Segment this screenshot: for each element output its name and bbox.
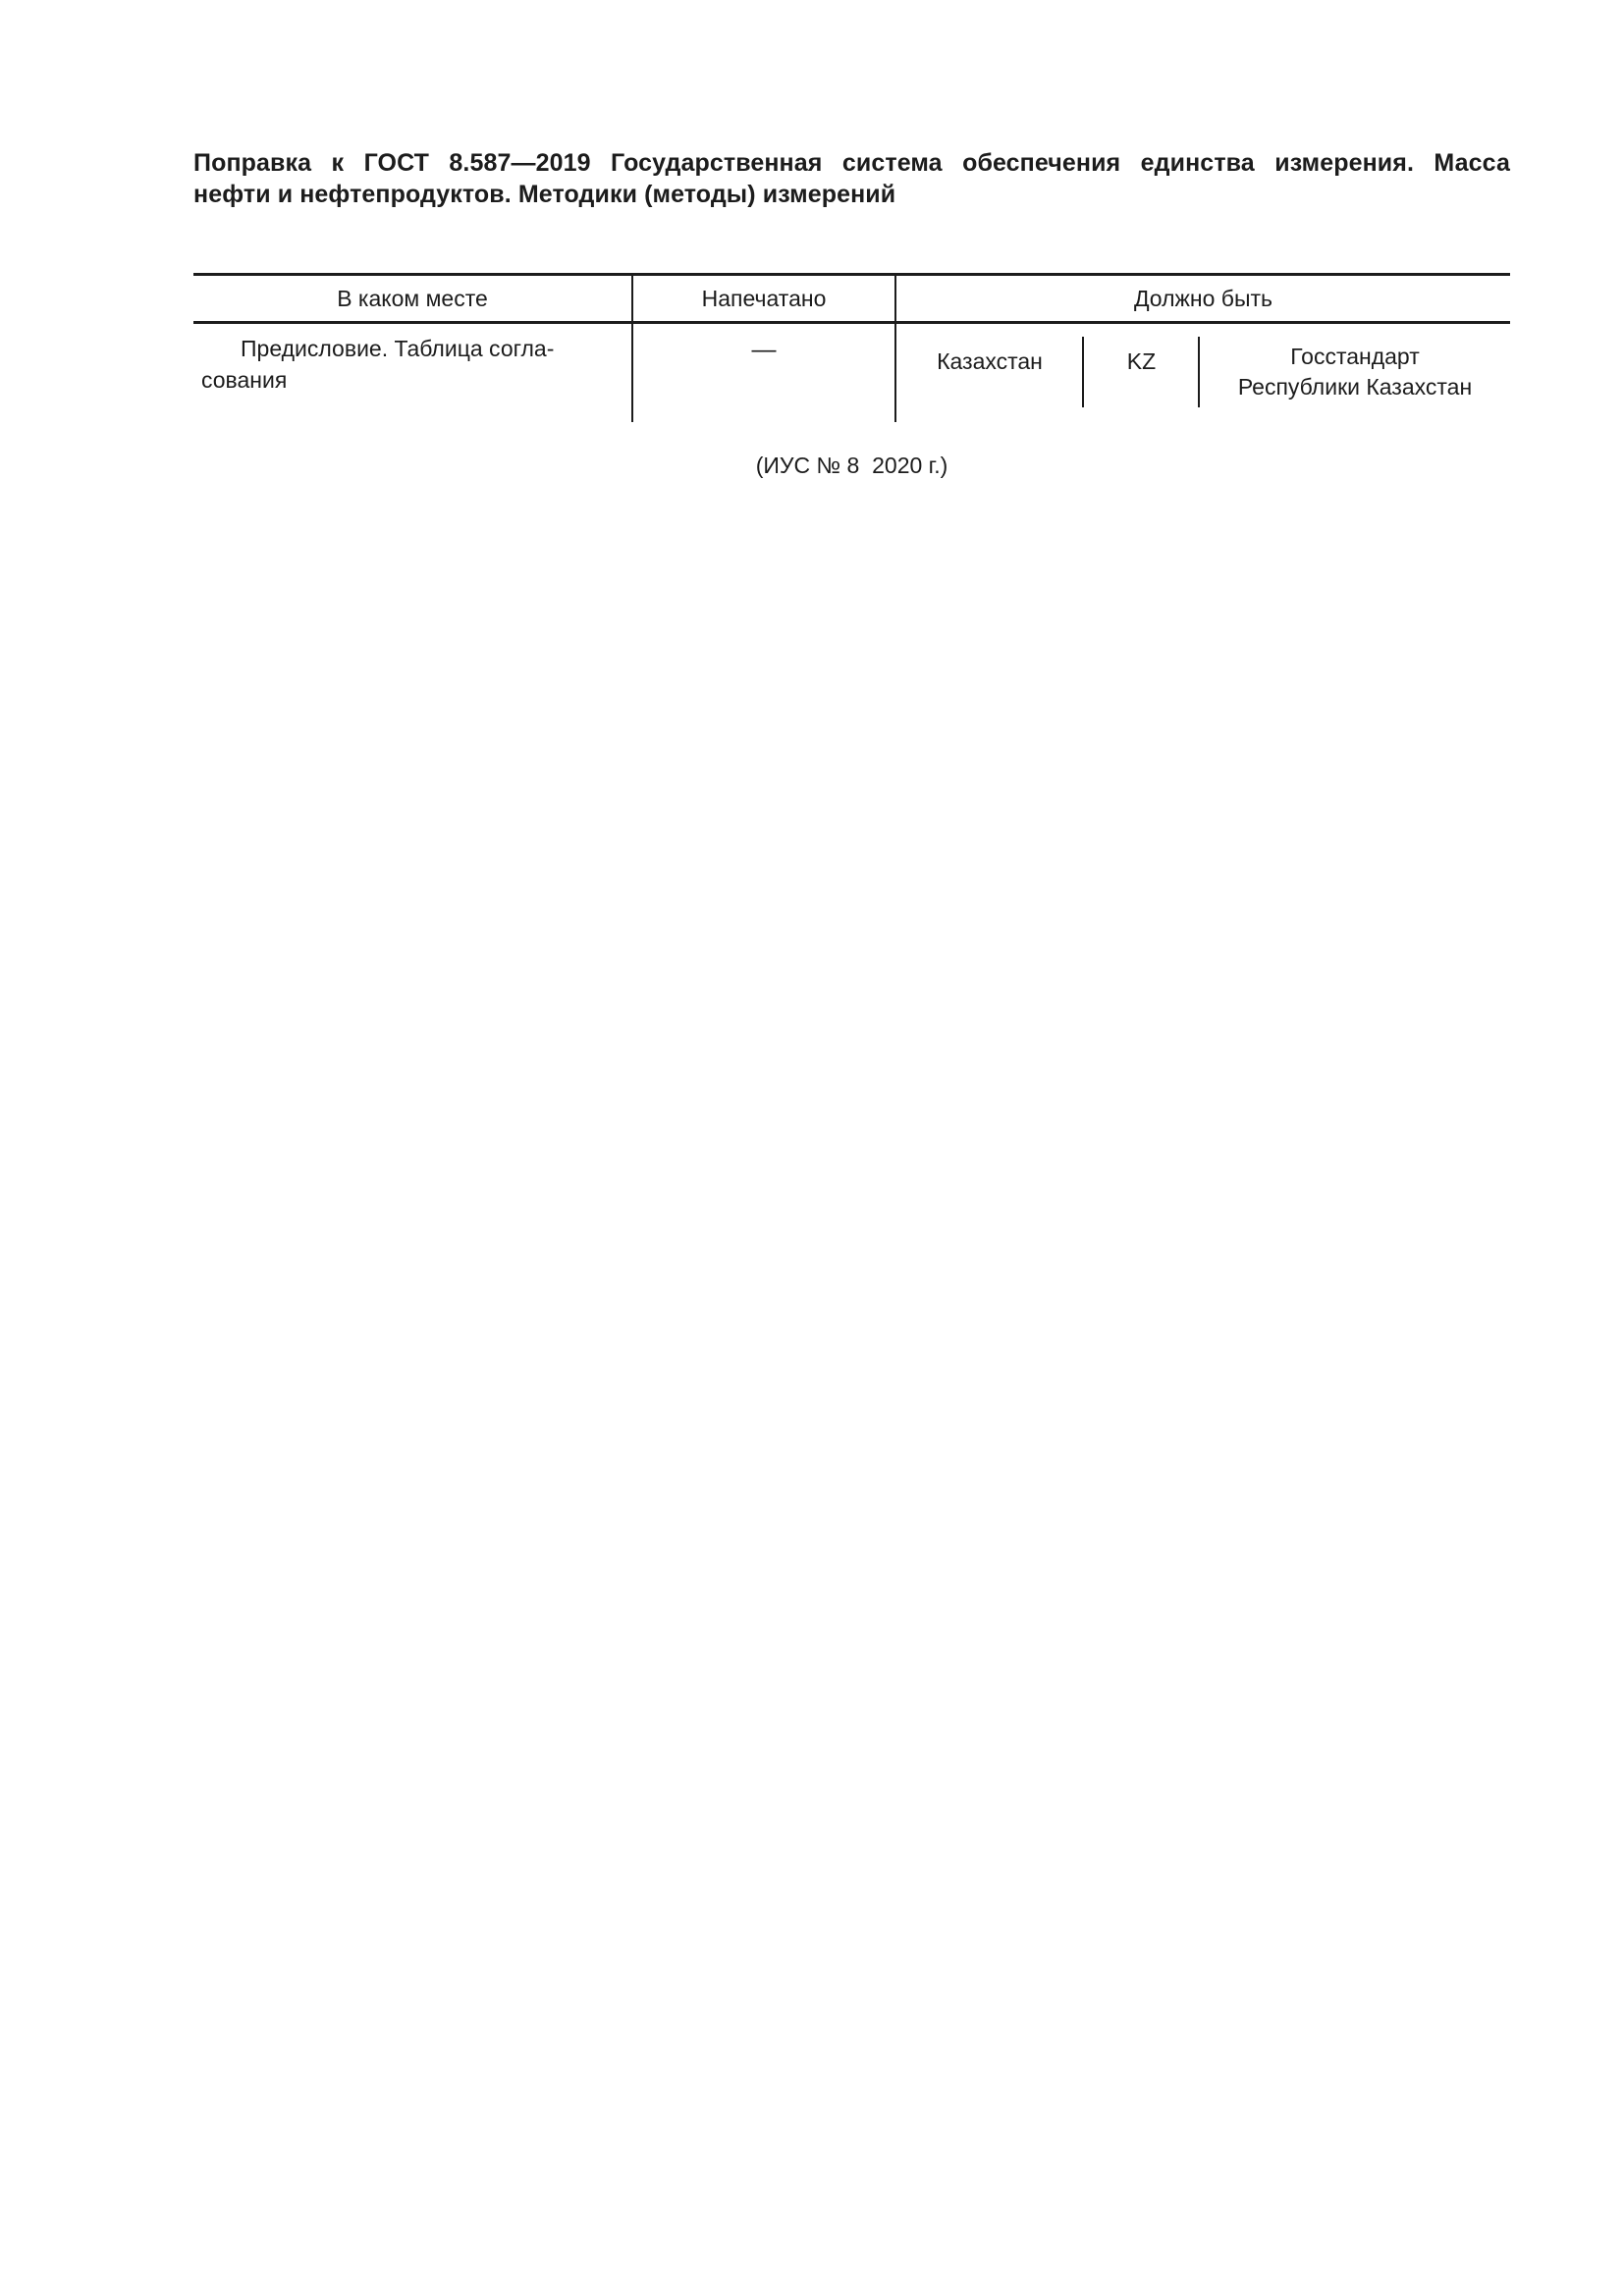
amendment-table: В каком месте Напечатано Должно быть Пре… (193, 273, 1510, 422)
header-cell-should-be: Должно быть (1133, 285, 1273, 311)
table-row: Предисловие. Таблица согла- сования — Ка… (193, 324, 1510, 422)
header-cell-location: В каком месте (193, 276, 633, 321)
subcell-divider-2 (1198, 337, 1200, 407)
header-cell-printed: Напечатано (633, 276, 896, 321)
ius-reference-note: (ИУС № 8 2020 г.) (755, 453, 948, 478)
authority-line-1: Госстандарт (1290, 344, 1420, 369)
subcell-divider-1 (1082, 337, 1084, 407)
authority-line-2: Республики Казахстан (1237, 374, 1473, 400)
cell-printed: — (633, 324, 896, 422)
subcell-country: Казахстан (937, 348, 1043, 374)
table-header-row: В каком месте Напечатано Должно быть (193, 276, 1510, 324)
cell-location: Предисловие. Таблица согла- сования (193, 324, 633, 422)
cell-should-be: Казахстан KZ Госстандарт Республики Каза… (896, 324, 1510, 422)
printed-dash: — (751, 336, 777, 363)
subcell-country-code: KZ (1126, 348, 1157, 374)
subcell-authority: Госстандарт Республики Казахстан (1200, 324, 1510, 422)
location-text-line-1: Предисловие. Таблица согла- (241, 336, 555, 361)
document-title-line-2: нефти и нефтепродуктов. Методики (методы… (193, 181, 896, 208)
document-title: Поправка к ГОСТ 8.587—2019 Государственн… (193, 147, 1510, 210)
document-title-line-1: Поправка к ГОСТ 8.587—2019 Государственн… (193, 149, 1510, 177)
location-text-line-2: сования (201, 367, 288, 393)
